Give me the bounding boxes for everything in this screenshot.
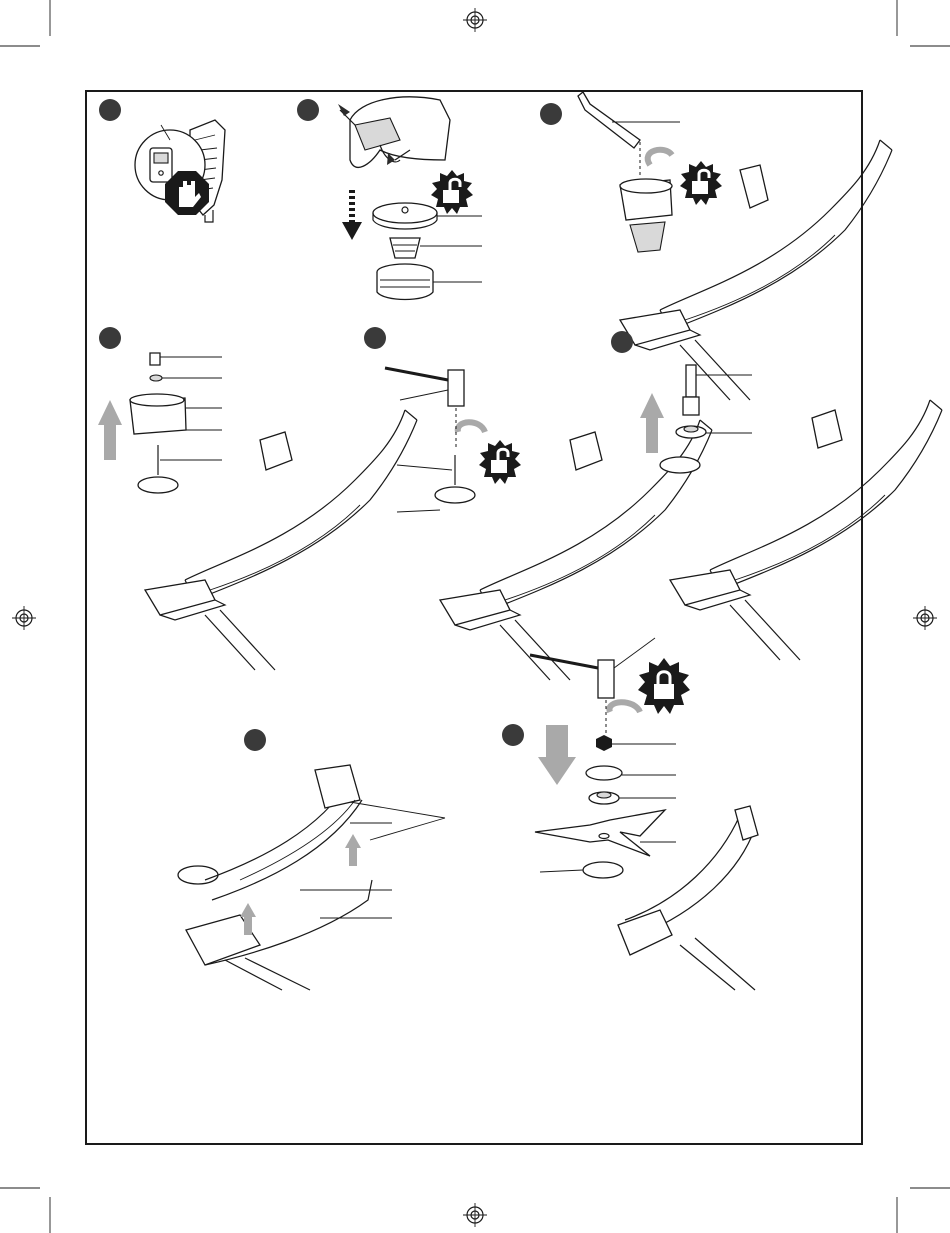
lift-arrow-icon — [640, 393, 664, 453]
socket-tool-icon — [385, 368, 464, 406]
panel-e — [364, 327, 712, 680]
blade — [535, 810, 665, 856]
step-badge — [540, 103, 562, 125]
wrench-icon — [578, 92, 680, 178]
panel-g — [178, 729, 445, 990]
registration-target-bottom — [463, 1203, 487, 1227]
panel-b — [297, 97, 482, 300]
panel-f — [611, 331, 942, 660]
panel-c — [540, 92, 892, 400]
registration-target-top — [463, 8, 487, 32]
stop-hand-icon — [165, 171, 209, 215]
registration-target-right — [913, 606, 937, 630]
step-badge — [297, 99, 319, 121]
step-badge — [244, 729, 266, 751]
panel-a — [99, 99, 225, 222]
down-arrow-icon — [538, 725, 576, 785]
lift-arrow-icon — [98, 400, 122, 460]
step-badge — [611, 331, 633, 353]
socket-tool-icon — [530, 638, 655, 698]
lock-icon — [638, 658, 690, 714]
step-badge — [502, 724, 524, 746]
step-badge — [99, 99, 121, 121]
registration-target-left — [12, 606, 36, 630]
unlock-icon — [431, 170, 473, 214]
panel-h — [502, 638, 758, 990]
step-badge — [364, 327, 386, 349]
unlock-icon — [680, 161, 722, 205]
panel-d — [98, 327, 417, 670]
lift-arrow-icon — [240, 834, 361, 935]
step-badge — [99, 327, 121, 349]
down-arrow-icon — [342, 190, 362, 240]
unlock-icon — [479, 440, 521, 484]
